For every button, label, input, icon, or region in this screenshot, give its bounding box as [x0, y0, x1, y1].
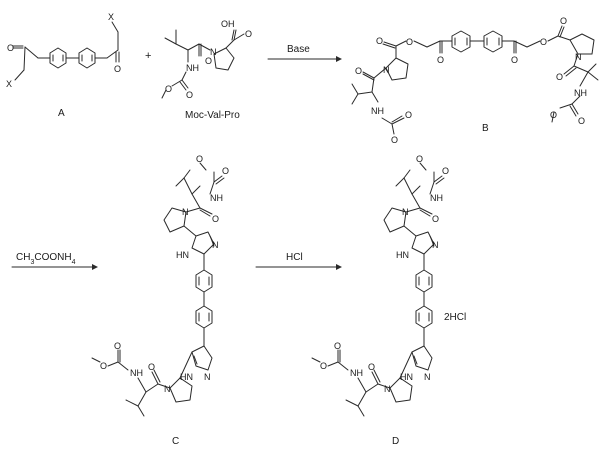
- atom-nh: NH: [186, 63, 199, 73]
- atom-o: O: [205, 56, 212, 66]
- atom-o: O: [416, 154, 423, 164]
- atom-o: O: [560, 16, 567, 26]
- plus-sign: +: [145, 50, 151, 62]
- atom-nh: NH: [210, 193, 223, 203]
- atom-o: O: [320, 361, 327, 371]
- atom-hn: HN: [176, 250, 189, 260]
- atom-n: N: [210, 47, 217, 57]
- atom-o: O: [391, 135, 398, 145]
- atom-o: O: [148, 362, 155, 372]
- label-compound-d: D: [392, 436, 399, 447]
- atom-o: O: [550, 110, 557, 120]
- atom-o: O: [540, 37, 547, 47]
- atom-o: O: [114, 64, 121, 74]
- atom-o: O: [222, 166, 229, 176]
- atom-x: X: [108, 12, 114, 22]
- atom-oh: OH: [221, 19, 235, 29]
- compound-moc-val-pro: O N NH O O OH O Moc-Val-Pro: [161, 19, 252, 121]
- label-compound-b: B: [482, 123, 489, 134]
- arrow-step-3: HCl: [255, 252, 342, 270]
- atom-o: O: [432, 214, 439, 224]
- atom-o: O: [114, 341, 121, 351]
- compound-c: O O NH O N N HN HN N N O NH O O C: [91, 154, 229, 447]
- atom-o: O: [212, 214, 219, 224]
- reagent-ch3coonh4: CH3COONH4: [16, 252, 76, 266]
- atom-o: O: [376, 36, 383, 46]
- atom-n: N: [424, 372, 431, 382]
- reagent-base: Base: [287, 44, 310, 55]
- atom-hn: HN: [396, 250, 409, 260]
- atom-nh: NH: [430, 193, 443, 203]
- atom-nh: NH: [371, 106, 384, 116]
- atom-o: O: [100, 361, 107, 371]
- atom-n: N: [383, 65, 390, 75]
- label-moc-val-pro: Moc-Val-Pro: [185, 110, 240, 121]
- atom-n: N: [402, 207, 409, 217]
- reagent-hcl: HCl: [286, 252, 303, 263]
- atom-o: O: [405, 110, 412, 120]
- atom-nh: NH: [350, 368, 363, 378]
- atom-o: O: [578, 116, 585, 126]
- atom-nh: NH: [130, 368, 143, 378]
- compound-b: O O O N O NH O O O O O N O NH O O B: [351, 16, 599, 145]
- atom-o: O: [334, 341, 341, 351]
- atom-o: O: [7, 43, 14, 53]
- compound-a: O X O X A: [6, 12, 121, 119]
- compound-d: O O NH O N N HN HN N N O NH O O 2HCl D: [311, 154, 466, 447]
- atom-n: N: [164, 384, 171, 394]
- atom-n: N: [432, 240, 439, 250]
- atom-n: N: [384, 384, 391, 394]
- atom-o: O: [442, 166, 449, 176]
- atom-o: O: [196, 154, 203, 164]
- atom-o: O: [437, 55, 444, 65]
- atom-o: O: [406, 37, 413, 47]
- atom-nh: NH: [574, 88, 587, 98]
- atom-n: N: [212, 240, 219, 250]
- atom-o: O: [556, 72, 563, 82]
- atom-hn: HN: [400, 372, 413, 382]
- atom-n: N: [575, 52, 582, 62]
- atom-o: O: [245, 29, 252, 39]
- atom-o: O: [165, 84, 172, 94]
- atom-n: N: [204, 372, 211, 382]
- label-compound-a: A: [58, 108, 65, 119]
- atom-o: O: [186, 90, 193, 100]
- label-compound-c: C: [172, 436, 179, 447]
- atom-hn: HN: [180, 372, 193, 382]
- arrow-step-1: Base: [267, 44, 342, 62]
- atom-n: N: [182, 207, 189, 217]
- salt-label: 2HCl: [444, 312, 466, 323]
- atom-x: X: [6, 79, 12, 89]
- atom-o: O: [368, 362, 375, 372]
- arrow-step-2: CH3COONH4: [11, 252, 98, 270]
- atom-o: O: [511, 55, 518, 65]
- atom-o: O: [355, 66, 362, 76]
